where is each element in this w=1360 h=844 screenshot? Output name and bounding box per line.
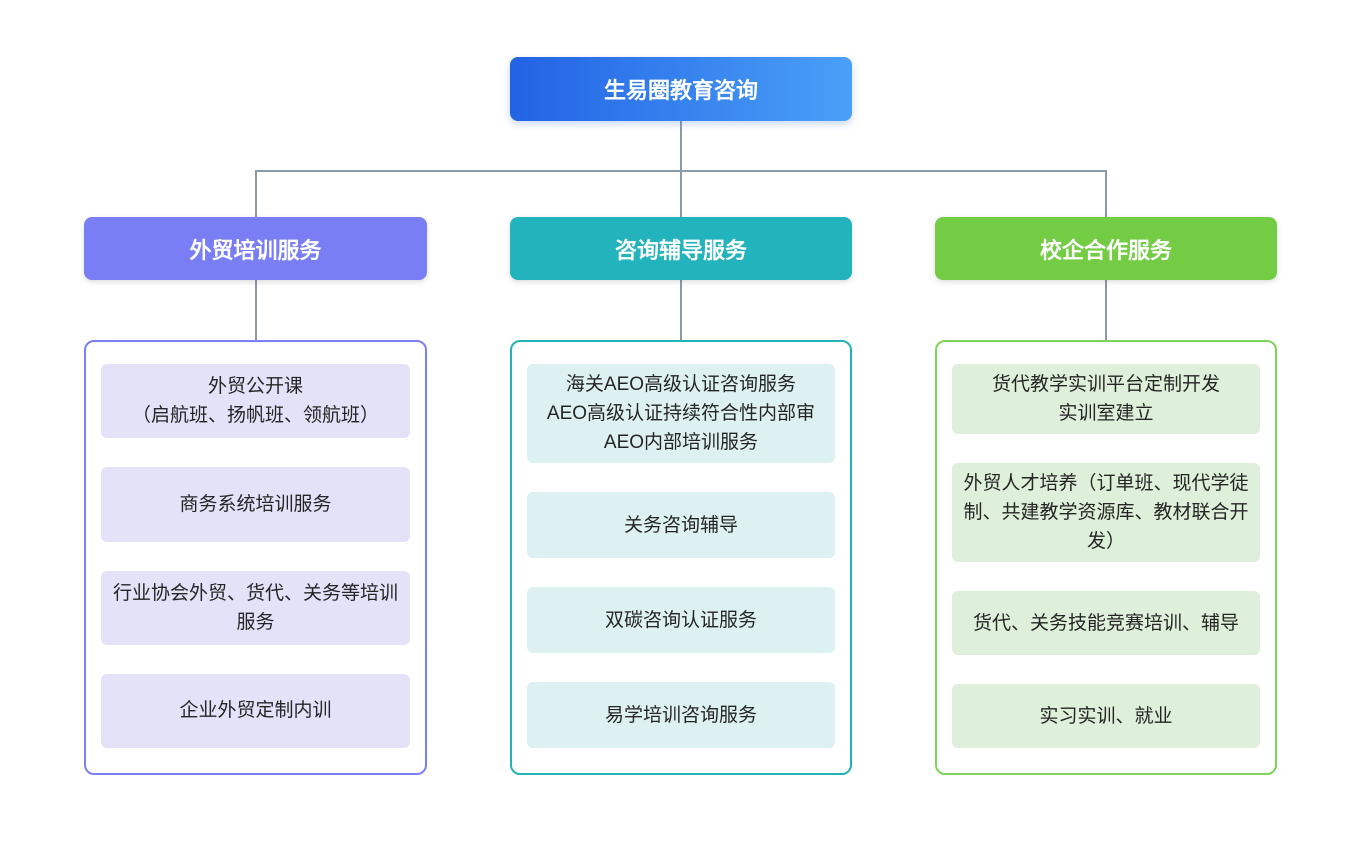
connector-group-branch-3 — [1105, 280, 1107, 340]
leaf-item: 货代、关务技能竞赛培训、辅导 — [952, 591, 1260, 655]
leaf-item: 关务咨询辅导 — [527, 492, 835, 558]
leaf-item: 实习实训、就业 — [952, 684, 1260, 748]
branch-3-header: 校企合作服务 — [935, 217, 1277, 280]
connector-drop-branch-3 — [1105, 171, 1107, 217]
branch-2-header: 咨询辅导服务 — [510, 217, 852, 280]
root-node-label: 生易圈教育咨询 — [603, 78, 758, 103]
leaf-item: 外贸人才培养（订单班、现代学徒制、共建教学资源库、教材联合开发） — [952, 463, 1260, 562]
root-node: 生易圈教育咨询 — [510, 57, 852, 121]
leaf-item: 行业协会外贸、货代、关务等培训服务 — [101, 570, 410, 645]
connector-group-branch-1 — [255, 280, 257, 340]
connector-root-down — [680, 121, 682, 171]
leaf-item: 商务系统培训服务 — [101, 467, 410, 542]
branch-1-group: 外贸公开课 （启航班、扬帆班、领航班） 商务系统培训服务 行业协会外贸、货代、关… — [84, 340, 427, 775]
branch-3-group: 货代教学实训平台定制开发 实训室建立 外贸人才培养（订单班、现代学徒制、共建教学… — [935, 340, 1277, 775]
branch-2-header-label: 咨询辅导服务 — [614, 237, 747, 263]
branch-2-group: 海关AEO高级认证咨询服务 AEO高级认证持续符合性内部审 AEO内部培训服务 … — [510, 340, 852, 775]
branch-1-header-label: 外贸培训服务 — [189, 237, 322, 263]
leaf-item: 海关AEO高级认证咨询服务 AEO高级认证持续符合性内部审 AEO内部培训服务 — [527, 364, 835, 463]
branch-3-header-label: 校企合作服务 — [1039, 237, 1172, 263]
branch-1-header: 外贸培训服务 — [84, 217, 427, 280]
leaf-item: 企业外贸定制内训 — [101, 673, 410, 748]
leaf-item: 易学培训咨询服务 — [527, 682, 835, 748]
connector-drop-branch-2 — [680, 171, 682, 217]
leaf-item: 外贸公开课 （启航班、扬帆班、领航班） — [101, 364, 410, 439]
connector-group-branch-2 — [680, 280, 682, 340]
leaf-item: 双碳咨询认证服务 — [527, 587, 835, 653]
connector-drop-branch-1 — [255, 171, 257, 217]
leaf-item: 货代教学实训平台定制开发 实训室建立 — [952, 364, 1260, 434]
